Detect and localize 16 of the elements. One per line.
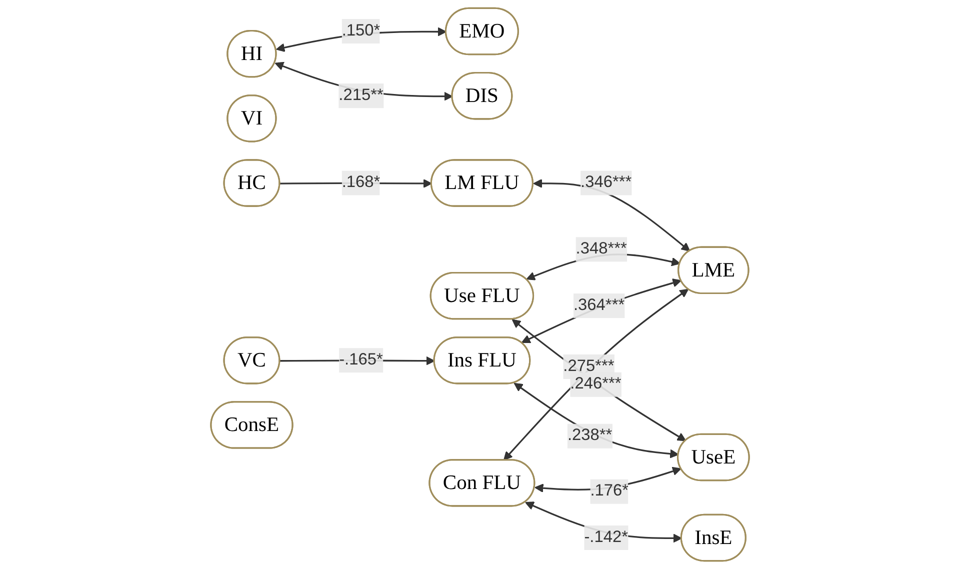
- arrow: [503, 288, 689, 460]
- arrow: [521, 278, 682, 344]
- edge-label: .238**: [567, 426, 612, 444]
- arrow: [512, 319, 686, 442]
- edge-label: -.165*: [339, 351, 383, 369]
- edge-label: .348***: [576, 240, 627, 258]
- edge-label: -.142*: [584, 528, 628, 546]
- edge-label: .150*: [342, 22, 380, 40]
- edge-label: .346***: [580, 174, 632, 192]
- edge-label: .168*: [342, 174, 380, 192]
- edge-label: .364***: [574, 296, 625, 314]
- edge-label: .176*: [590, 482, 629, 500]
- edge-label: .246***: [570, 375, 622, 393]
- edge-label: .275***: [563, 357, 614, 375]
- arrow: [514, 382, 679, 458]
- edge-label: .215**: [338, 86, 384, 104]
